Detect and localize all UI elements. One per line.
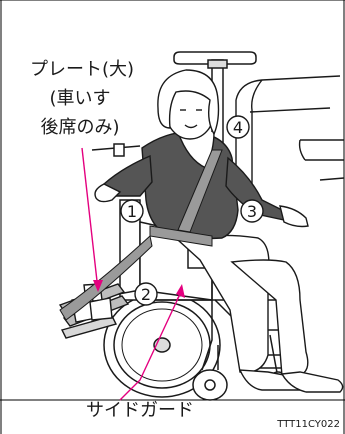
seated-passenger [94, 69, 344, 393]
marker-4-label: 4 [233, 118, 243, 137]
marker-2-label: 2 [141, 285, 151, 304]
marker-1-label: 1 [127, 202, 137, 221]
marker-1: 1 [120, 199, 144, 223]
plate-label-line2: (車いす [49, 88, 110, 109]
wheelchair [91, 143, 302, 401]
figure-code: TTT11CY022 [276, 419, 340, 430]
marker-3-label: 3 [247, 202, 257, 221]
marker-3: 3 [240, 199, 264, 223]
marker-4: 4 [226, 115, 250, 139]
lap-belt [59, 225, 213, 321]
side-guard-label: サイドガード [86, 400, 194, 421]
plate-label-line1: プレート(大) [30, 59, 134, 80]
plate-label-line3: 後席のみ) [40, 117, 119, 138]
marker-2: 2 [134, 282, 158, 306]
leader-arrowheads [93, 280, 185, 298]
